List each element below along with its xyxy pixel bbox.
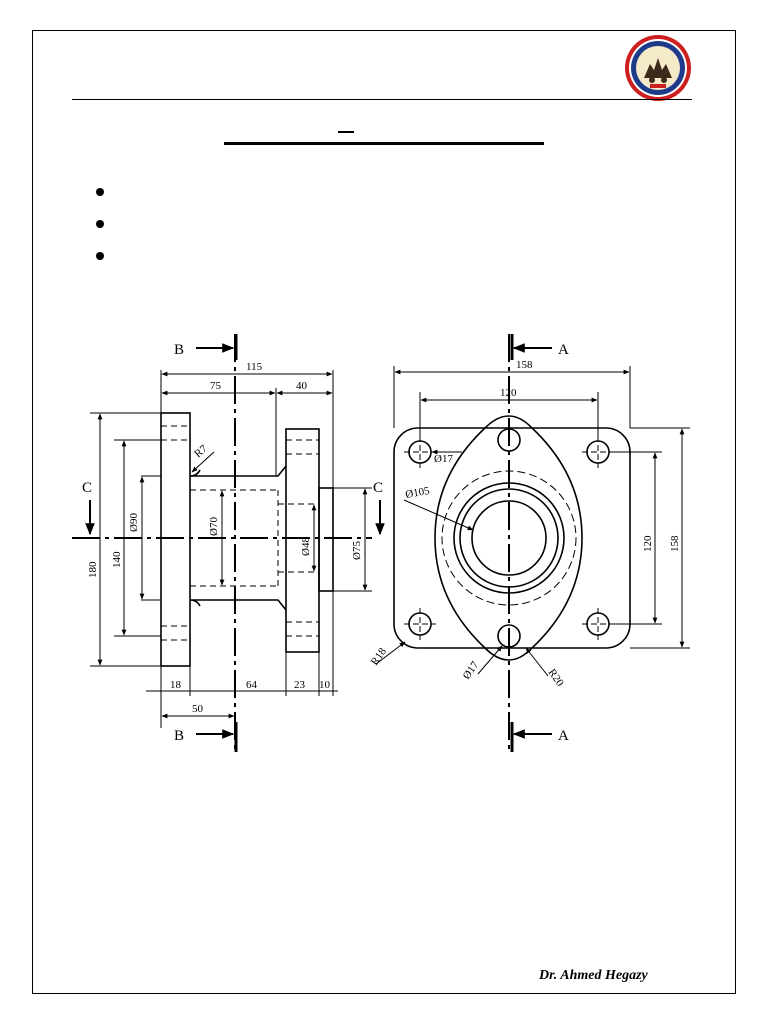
bullet-icon xyxy=(96,188,104,196)
list-item xyxy=(96,184,124,216)
dim-text: Ø105 xyxy=(404,485,431,501)
section-view xyxy=(72,334,385,752)
section-label-a: A xyxy=(558,728,569,744)
dim-text: 18 xyxy=(170,679,182,691)
list-item xyxy=(96,248,124,280)
dim-text: 10 xyxy=(319,679,331,691)
section-label-b: B xyxy=(174,728,184,744)
list-item xyxy=(96,216,124,248)
title-dash xyxy=(338,131,354,133)
dim-text: 120 xyxy=(642,535,654,552)
bullet-icon xyxy=(96,220,104,228)
bullet-list xyxy=(96,184,124,280)
dim-text: Ø75 xyxy=(351,541,363,560)
dim-text: 180 xyxy=(87,561,99,578)
bullet-icon xyxy=(96,252,104,260)
section-label-c: C xyxy=(373,480,383,496)
dim-text: 23 xyxy=(294,679,306,691)
dim-text: 75 xyxy=(210,380,222,392)
document-title xyxy=(224,126,544,146)
dim-text: 40 xyxy=(296,380,308,392)
dim-text: Ø90 xyxy=(128,513,140,532)
section-label-a: A xyxy=(558,342,569,358)
dim-text: R20 xyxy=(546,667,567,689)
dim-text: 115 xyxy=(246,361,263,373)
header-rule xyxy=(72,99,692,100)
university-logo xyxy=(625,35,691,101)
dim-text: Ø17 xyxy=(434,453,453,465)
section-label-c: C xyxy=(82,480,92,496)
dim-text: Ø70 xyxy=(208,517,220,536)
dim-text: 64 xyxy=(246,679,258,691)
section-label-b: B xyxy=(174,342,184,358)
page-border xyxy=(32,30,736,994)
title-underline xyxy=(224,142,544,145)
dim-text: Ø48 xyxy=(300,537,312,556)
dim-text: 158 xyxy=(516,359,533,371)
dim-text: R18 xyxy=(369,645,390,667)
dim-text: 158 xyxy=(669,535,681,552)
dim-text: 140 xyxy=(111,551,123,568)
front-view xyxy=(375,334,690,752)
dim-text: Ø17 xyxy=(461,659,482,682)
engineering-drawing: B B A A C C 115 75 40 R7 180 140 Ø90 Ø70… xyxy=(72,334,690,752)
dim-text: 120 xyxy=(500,387,517,399)
author-footer: Dr. Ahmed Hegazy xyxy=(539,968,648,983)
dim-text: 50 xyxy=(192,703,204,715)
